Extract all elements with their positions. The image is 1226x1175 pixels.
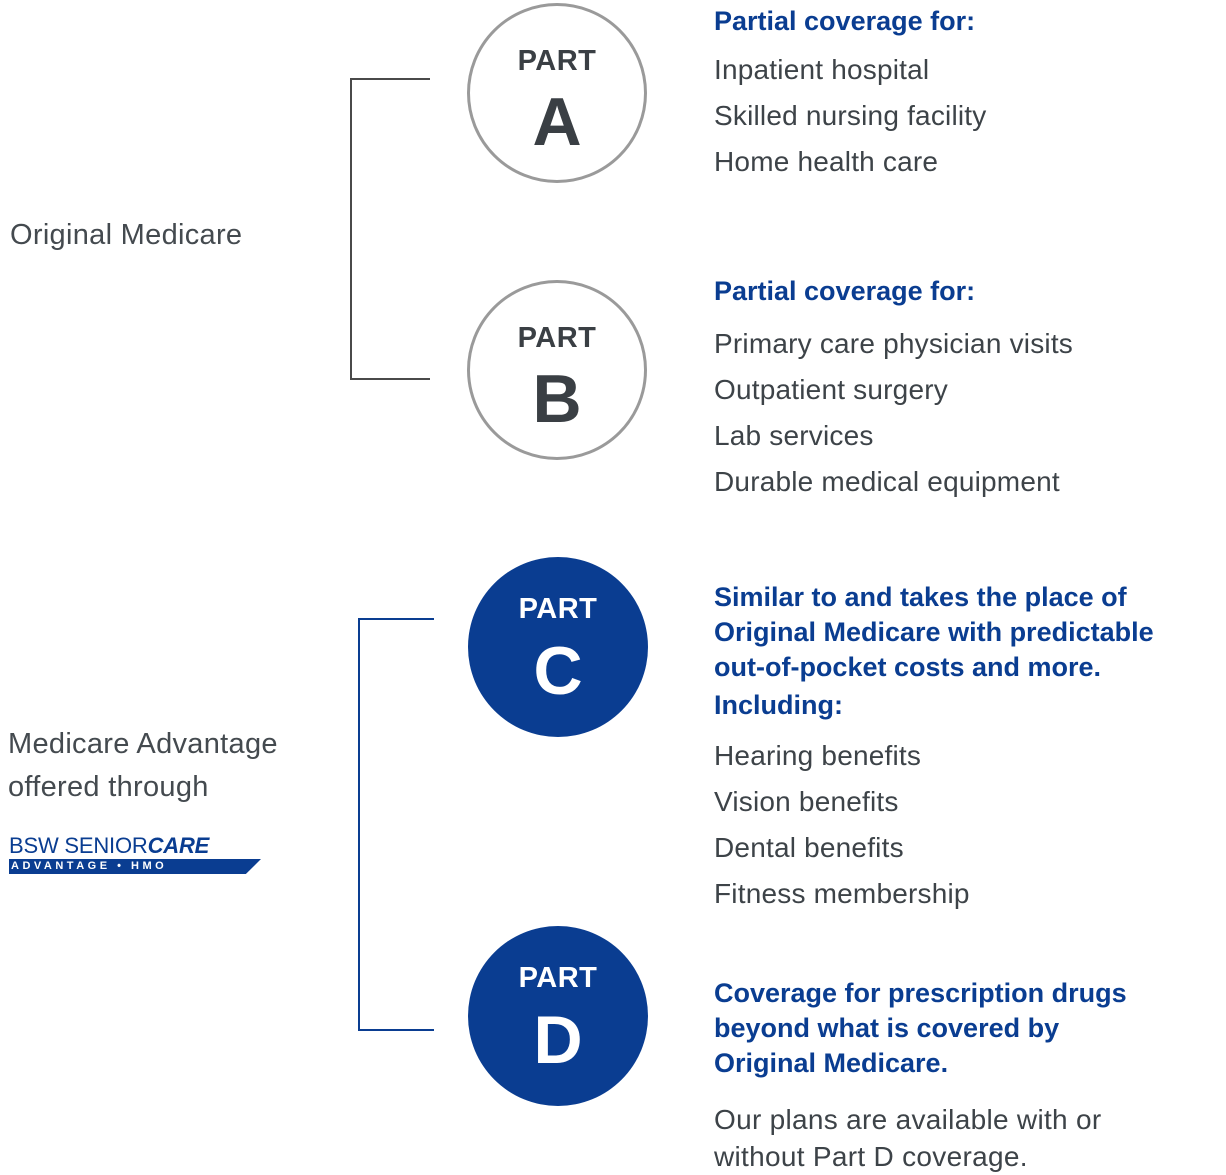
part-d-word: PART	[518, 962, 598, 994]
list-item: Fitness membership	[714, 878, 970, 909]
part-c-description: Similar to and takes the place of Origin…	[714, 580, 1154, 917]
part-a-letter: A	[532, 84, 582, 160]
part-d-note-line2: without Part D coverage.	[714, 1141, 1028, 1172]
logo-text-senior: BSW SENIOR	[9, 833, 148, 858]
part-a-list: Inpatient hospital Skilled nursing facil…	[714, 47, 986, 185]
part-a-heading: Partial coverage for:	[714, 6, 976, 36]
part-d-circle: PART D	[468, 926, 648, 1106]
part-c-heading-line3: out-of-pocket costs and more.	[714, 652, 1102, 682]
list-item: Skilled nursing facility	[714, 100, 987, 131]
medicare-advantage-line1: Medicare Advantage	[8, 728, 278, 760]
part-d-heading-line1: Coverage for prescription drugs	[714, 978, 1127, 1008]
part-b-circle: PART B	[467, 280, 647, 460]
part-b-list: Primary care physician visits Outpatient…	[714, 321, 1073, 505]
part-b-letter: B	[532, 361, 582, 437]
part-c-heading-line1: Similar to and takes the place of	[714, 582, 1127, 612]
part-c-list: Hearing benefits Vision benefits Dental …	[714, 733, 1154, 917]
list-item: Primary care physician visits	[714, 328, 1073, 359]
part-a-word: PART	[517, 45, 597, 77]
part-c-letter: C	[533, 633, 583, 709]
part-c-subheading: Including:	[714, 690, 843, 720]
part-a-circle: PART A	[467, 3, 647, 183]
part-b-word: PART	[517, 322, 597, 354]
part-d-heading-line3: Original Medicare.	[714, 1048, 949, 1078]
list-item: Inpatient hospital	[714, 54, 930, 85]
part-d-description: Coverage for prescription drugs beyond w…	[714, 976, 1127, 1175]
logo-text-care: CARE	[147, 833, 210, 858]
logo-wordmark: BSW SENIORCARE	[9, 834, 261, 858]
list-item: Dental benefits	[714, 832, 904, 863]
part-b-heading: Partial coverage for:	[714, 276, 976, 306]
list-item: Lab services	[714, 420, 874, 451]
bsw-seniorcare-logo: BSW SENIORCARE ADVANTAGE • HMO	[9, 834, 261, 874]
medicare-advantage-bracket	[358, 618, 434, 1031]
original-medicare-label: Original Medicare	[10, 219, 243, 251]
list-item: Hearing benefits	[714, 740, 922, 771]
medicare-advantage-label: Medicare Advantage offered through	[8, 723, 278, 809]
part-c-heading-line2: Original Medicare with predictable	[714, 617, 1154, 647]
original-medicare-bracket	[350, 78, 430, 380]
part-d-letter: D	[533, 1002, 583, 1078]
medicare-advantage-line2: offered through	[8, 771, 209, 803]
part-d-note-line1: Our plans are available with or	[714, 1104, 1102, 1135]
part-b-description: Partial coverage for: Primary care physi…	[714, 274, 1073, 505]
part-a-description: Partial coverage for: Inpatient hospital…	[714, 4, 986, 185]
part-c-circle: PART C	[468, 557, 648, 737]
logo-subtext: ADVANTAGE • HMO	[9, 859, 261, 874]
part-c-word: PART	[518, 593, 598, 625]
list-item: Home health care	[714, 146, 939, 177]
list-item: Vision benefits	[714, 786, 899, 817]
list-item: Outpatient surgery	[714, 374, 948, 405]
list-item: Durable medical equipment	[714, 466, 1060, 497]
part-d-heading-line2: beyond what is covered by	[714, 1013, 1060, 1043]
